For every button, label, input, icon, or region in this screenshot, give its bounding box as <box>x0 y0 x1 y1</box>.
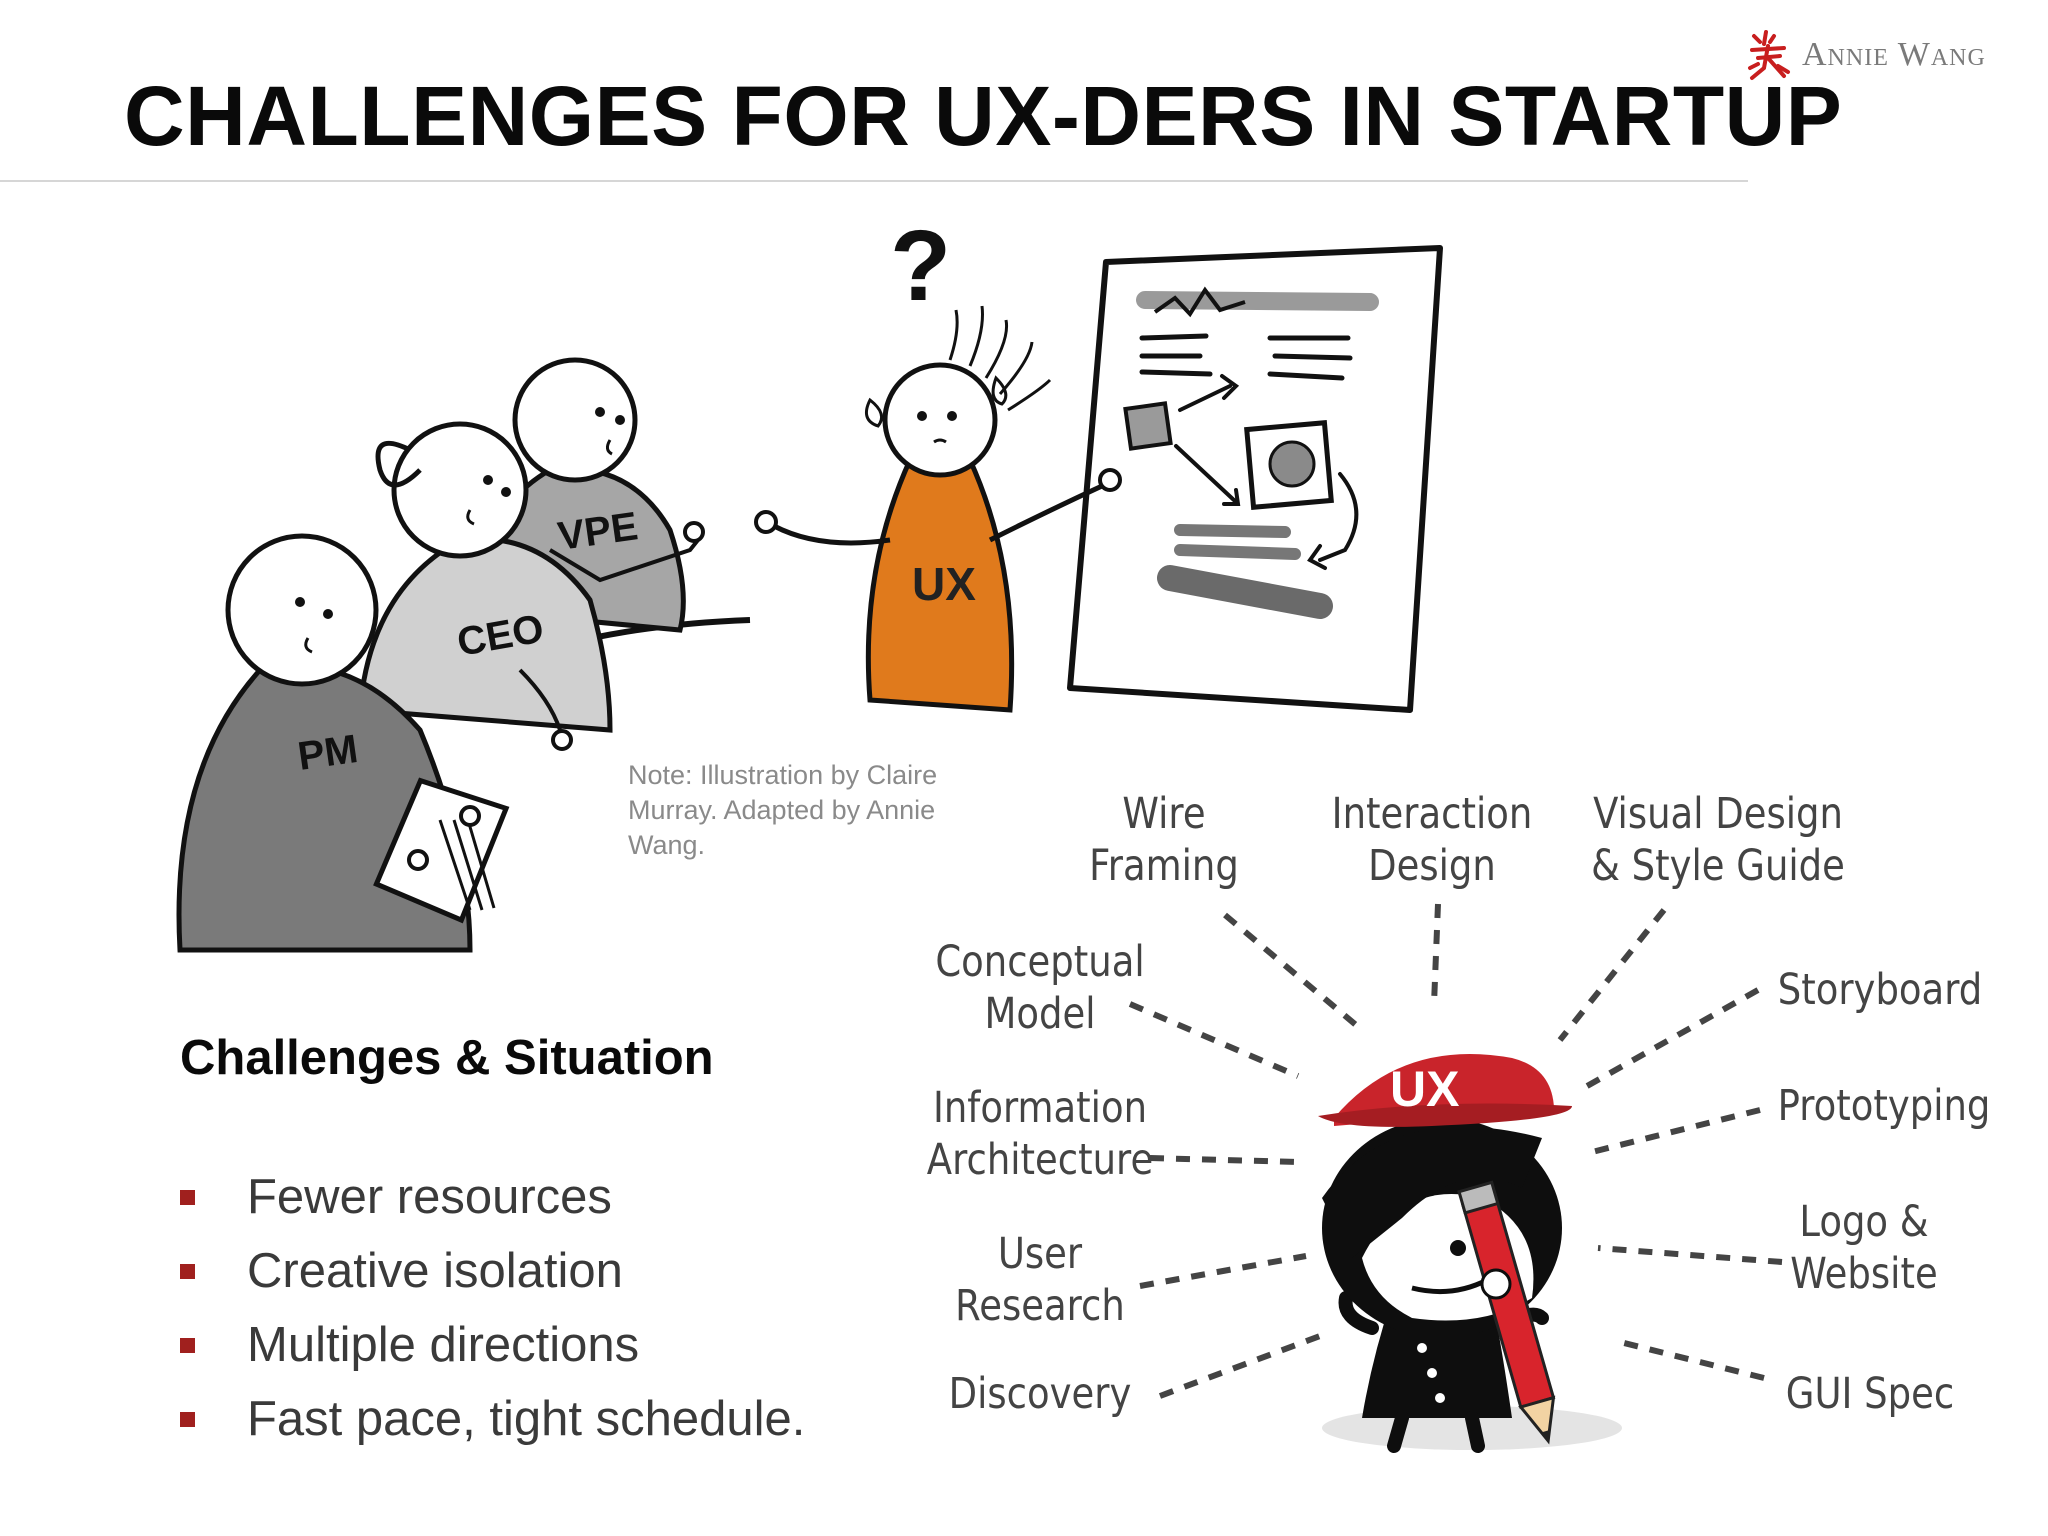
skill-interaction-design: Interaction Design <box>1331 789 1533 891</box>
challenge-text: Fast pace, tight schedule. <box>247 1392 806 1446</box>
illustration-credit-note: Note: Illustration by Claire Murray. Ada… <box>628 760 938 860</box>
slide-title: CHALLENGES FOR UX-DERS IN STARTUP <box>124 69 1843 163</box>
meeting-illustration: UX ? VPE CEO <box>176 210 1443 953</box>
skill-visual-design-style-guide: Visual Design & Style Guide <box>1591 789 1845 891</box>
list-item: Creative isolation <box>180 1234 805 1308</box>
ceo-person: CEO <box>357 421 613 751</box>
ux-character: UX <box>1318 1054 1622 1453</box>
skill-prototyping: Prototyping <box>1777 1081 1991 1131</box>
list-item: Fast pace, tight schedule. <box>180 1382 805 1456</box>
red-brush-logo-icon <box>1748 30 1790 80</box>
skill-conceptual-model: Conceptual Model <box>935 937 1145 1039</box>
person-label-ux: UX <box>912 558 976 610</box>
skill-discovery: Discovery <box>948 1369 1132 1419</box>
challenges-heading: Challenges & Situation <box>180 1031 714 1085</box>
challenge-text: Fewer resources <box>247 1170 612 1224</box>
challenge-text: Creative isolation <box>247 1244 623 1298</box>
skill-information-architecture: Information Architecture <box>926 1083 1154 1185</box>
skill-logo-website: Logo & Website <box>1790 1197 1938 1299</box>
square-bullet-icon <box>180 1411 195 1427</box>
title-divider <box>0 180 1748 182</box>
square-bullet-icon <box>180 1337 195 1353</box>
brand-logo: Annie Wang <box>1744 28 1986 82</box>
square-bullet-icon <box>180 1263 195 1279</box>
challenge-text: Multiple directions <box>247 1318 640 1372</box>
wireframe-board <box>1067 245 1443 713</box>
ux-hat-label: UX <box>1390 1061 1459 1117</box>
skill-wire-framing: Wire Framing <box>1089 789 1239 891</box>
list-item: Fewer resources <box>180 1160 805 1234</box>
pm-person: PM <box>176 533 510 953</box>
skill-storyboard: Storyboard <box>1777 965 1983 1015</box>
skill-user-research: User Research <box>955 1229 1125 1331</box>
list-item: Multiple directions <box>180 1308 805 1382</box>
ux-person: UX ? <box>754 210 1122 713</box>
square-bullet-icon <box>180 1189 195 1205</box>
brand-name: Annie Wang <box>1802 36 1986 73</box>
challenges-list: Fewer resources Creative isolation Multi… <box>180 1160 805 1456</box>
question-mark: ? <box>890 210 951 322</box>
person-label-pm: PM <box>295 727 361 779</box>
skill-gui-spec: GUI Spec <box>1785 1369 1955 1419</box>
